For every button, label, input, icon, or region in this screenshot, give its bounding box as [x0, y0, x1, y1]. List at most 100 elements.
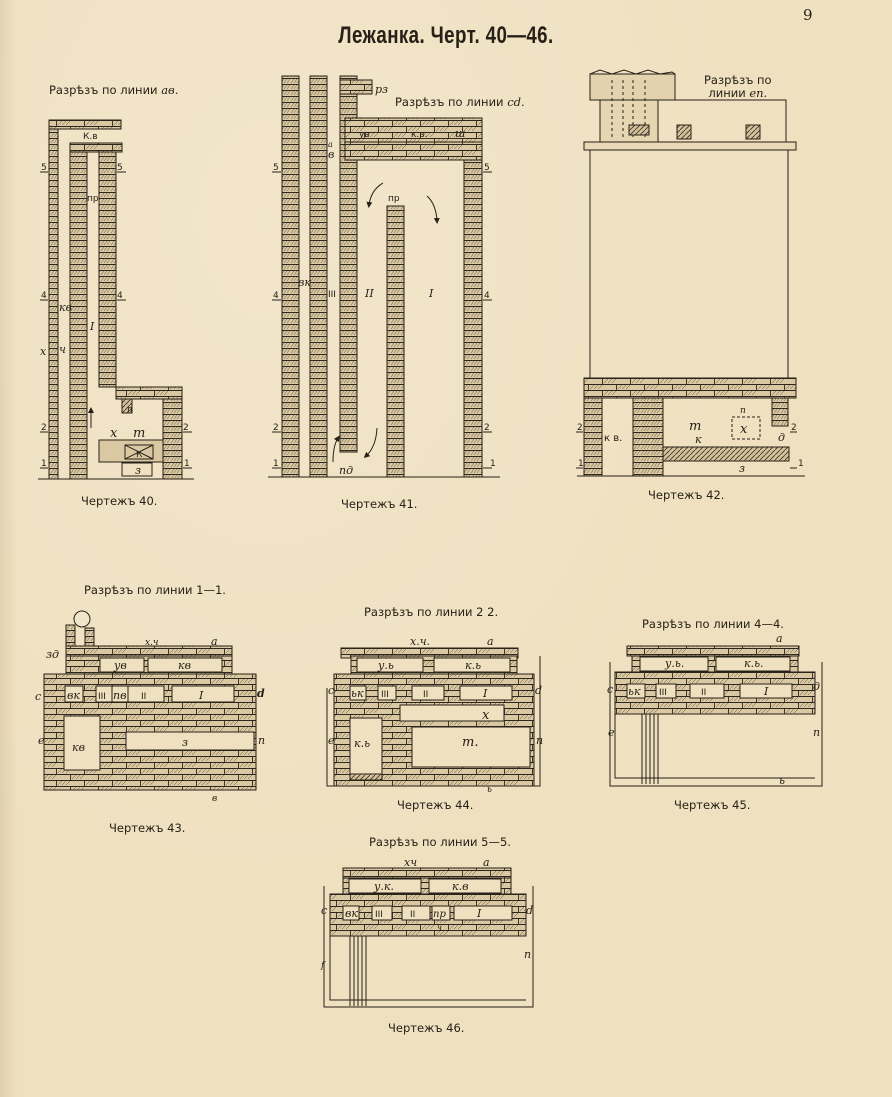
fig45-III-label: III — [659, 688, 667, 698]
fig46-III-label: III — [375, 910, 383, 920]
fig42-level1-left: 1 — [578, 459, 584, 469]
fig44-xch-label: х.ч. — [410, 635, 430, 648]
fig43-III-label: III — [98, 692, 106, 702]
fig40-section-heading: Разрѣзъ по линии ав. — [49, 84, 178, 97]
fig40-grate — [124, 444, 154, 460]
fig43-c-label: с — [35, 690, 41, 703]
fig44-labels: х.ч. а у.ь к.ь с d ьк III II I х е к.ь т… — [328, 635, 543, 795]
fig42-level1-right: 1 — [798, 459, 804, 469]
fig43-section-label: Разрѣзъ по линии 1—1. — [84, 583, 226, 597]
fig41-chimney-wall-3 — [339, 75, 358, 453]
fig41-flow-arrow-4 — [332, 435, 340, 463]
fig42-section-line: еп. — [749, 86, 768, 100]
fig42-cleanout-door — [628, 124, 650, 136]
fig41-level2-right: 2 — [484, 423, 490, 433]
fig43-kv-top-label: кв — [178, 659, 191, 672]
fig40-level2-right: 2 — [183, 423, 189, 433]
fig41-rz-label: рз — [375, 83, 388, 96]
fig43-vk-label: вк — [67, 689, 80, 702]
fig46-drawing — [323, 867, 534, 1008]
fig40-ch-label: ч — [59, 343, 66, 356]
fig43-kv-top-cell — [147, 657, 223, 673]
fig44-drawing — [326, 647, 541, 787]
fig44-section-label: Разрѣзъ по линии 2 2. — [364, 605, 499, 619]
fig40-level-ticks-left — [40, 171, 48, 469]
fig40-k-label: К — [136, 450, 143, 460]
fig46-pr-label: пр — [433, 909, 446, 920]
fig44-I-label: I — [482, 687, 488, 700]
fig42-section-label: Разрѣзъ по — [704, 73, 772, 87]
fig44-kv-top-cell — [433, 657, 511, 673]
fig45-kv-top-label: к.ь. — [744, 657, 764, 670]
fig44-outline — [326, 656, 541, 787]
fig43-I-label: I — [198, 689, 204, 702]
fig42-mid-pier — [632, 397, 664, 477]
fig43-drawing — [43, 610, 257, 791]
fig40-labels: К.в пр кв I х ч п х т К з 5 5 4 4 2 2 1 … — [40, 132, 190, 477]
fig41-II-label: II — [364, 287, 374, 300]
fig41-labels: рз ув к.в. ш в а пр вк III II I пд 5 5 4… — [273, 83, 496, 477]
fig40-drawing — [38, 119, 194, 480]
fig41-flow-arrow-3 — [363, 427, 378, 459]
fig41-right-wall — [463, 159, 483, 478]
fig43-kv-cell — [63, 715, 101, 771]
fig44-n-label: п — [536, 734, 543, 747]
fig40-kv-top-label: К.в — [83, 132, 98, 142]
fig40-z-label: з — [135, 464, 141, 477]
fig43-z-cell — [125, 731, 255, 751]
fig40-kv-label: кв — [59, 301, 72, 314]
fig46-n-label: п — [524, 948, 531, 961]
fig40-level1-left: 1 — [41, 459, 47, 469]
fig41-damper — [339, 79, 373, 95]
fig41-level2-left: 2 — [273, 423, 279, 433]
fig41-level-ticks-left — [272, 171, 281, 469]
fig44-uv-label: у.ь — [377, 659, 394, 672]
fig45-II-cell — [689, 683, 725, 699]
fig44-caption: Чертежъ 44. — [397, 798, 474, 812]
fig40-channel-I-label: I — [89, 320, 95, 333]
fig46-base-outline — [329, 936, 526, 1001]
page-number: 9 — [803, 6, 813, 24]
fig44-bk-cell — [349, 685, 367, 701]
fig45-uv-cell — [639, 656, 709, 672]
fig46-c-label: с — [321, 904, 327, 917]
fig46-kv-top-cell — [428, 878, 502, 894]
fig42-level2-right: 2 — [791, 423, 797, 433]
fig40-caption: Чертежъ 40. — [81, 494, 158, 508]
fig41-level4-right: 4 — [484, 291, 490, 301]
fig43-labels: зд х.ч а ув кв с d вк III пв II I е п кв… — [35, 635, 265, 804]
fig41-section-label: Разрѣзъ по линии — [395, 95, 504, 109]
fig40-outer-wall — [48, 119, 59, 480]
fig40-grate-cross — [124, 444, 154, 460]
fig40-section-label: Разрѣзъ по линии — [49, 83, 158, 97]
fig42-level2-left: 2 — [577, 423, 583, 433]
fig45-II-label: II — [701, 688, 706, 698]
fig44-grate — [349, 773, 383, 781]
fig46-ch-label: ч — [437, 923, 442, 932]
fig42-caption: Чертежъ 42. — [648, 488, 725, 502]
fig44-II-cell — [411, 685, 445, 701]
fig40-channel-wall-left — [69, 151, 88, 480]
fig42-left-leg — [583, 397, 603, 477]
fig42-n-label: п — [740, 406, 746, 416]
fig42-vent-1 — [676, 124, 692, 140]
fig42-section-heading: Разрѣзъ по линии еп. — [704, 74, 772, 100]
fig44-uv-cell — [356, 657, 424, 673]
fig41-inner-partition — [386, 205, 405, 478]
fig40-level5-right: 5 — [117, 163, 123, 173]
fig42-section-line-prefix: линии — [708, 86, 746, 100]
fig46-uv-label: у.к. — [373, 880, 394, 893]
fig46-vk-label: вк — [345, 907, 358, 920]
fig40-top-cap — [48, 119, 122, 130]
fig41-level1-right: 1 — [490, 459, 496, 469]
fig43-caption: Чертежъ 43. — [109, 821, 186, 835]
fig45-d-label: д — [813, 680, 820, 693]
fig45-n-label: п — [813, 726, 820, 739]
fig43-uv-label: ув — [113, 659, 127, 672]
fig43-II-cell — [127, 685, 165, 703]
fig43-a-label: а — [211, 635, 218, 648]
fig40-x-label: х — [40, 345, 47, 358]
fig40-channel-wall-right — [98, 151, 117, 388]
fig40-level2-left: 2 — [41, 423, 47, 433]
